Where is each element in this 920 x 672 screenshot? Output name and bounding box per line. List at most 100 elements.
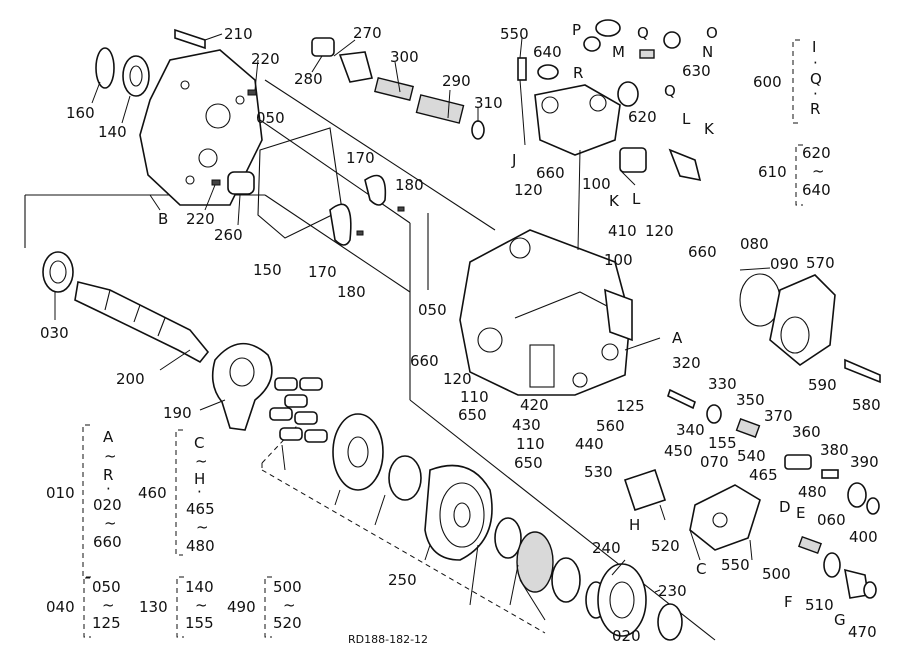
label-280: 280	[294, 70, 323, 88]
control-valve-group	[623, 388, 880, 599]
group-010-item: ·	[106, 480, 111, 498]
group-600-item: R	[810, 100, 820, 118]
group-610-item: 640	[802, 181, 831, 199]
group-460-item: 480	[186, 537, 215, 555]
leader-lines	[54, 33, 771, 621]
label-120: 120	[514, 181, 543, 199]
label-q: Q	[637, 24, 649, 42]
group-brackets: 600 I · Q · R 610 620 ~ 640 010 A ~ R · …	[46, 38, 831, 638]
group-010-item: ~	[104, 514, 117, 532]
label-440: 440	[575, 435, 604, 453]
label-n: N	[702, 43, 713, 61]
group-code-610: 610	[758, 163, 787, 181]
drawing-code: RD188-182-12	[348, 633, 428, 646]
label-170: 170	[308, 263, 337, 281]
label-b: B	[158, 210, 168, 228]
label-370: 370	[764, 407, 793, 425]
label-110: 110	[460, 388, 489, 406]
label-580: 580	[852, 396, 881, 414]
label-e: E	[796, 504, 805, 522]
label-r: R	[573, 64, 583, 82]
label-110: 110	[516, 435, 545, 453]
label-500: 500	[762, 565, 791, 583]
label-320: 320	[672, 354, 701, 372]
group-460-item: ~	[196, 518, 209, 536]
part-labels: 210 220 050 160 140 B 220 260 270 280 30…	[40, 21, 881, 645]
label-240: 240	[592, 539, 621, 557]
group-460-item: ·	[197, 483, 202, 501]
label-380: 380	[820, 441, 849, 459]
group-600-item: ·	[813, 85, 818, 103]
label-090: 090	[770, 255, 799, 273]
group-code-600: 600	[753, 73, 782, 91]
label-340: 340	[676, 421, 705, 439]
group-460-item: 465	[186, 500, 215, 518]
label-620: 620	[628, 108, 657, 126]
label-o: O	[706, 24, 718, 42]
group-130-item: 140	[185, 578, 214, 596]
label-360: 360	[792, 423, 821, 441]
group-code-130: 130	[139, 598, 168, 616]
group-490-item: 500	[273, 578, 302, 596]
label-640: 640	[533, 43, 562, 61]
label-050: 050	[256, 109, 285, 127]
group-010-item: R	[103, 466, 113, 484]
label-140: 140	[98, 123, 127, 141]
label-k: K	[704, 120, 715, 138]
group-460-item: ~	[195, 452, 208, 470]
group-code-010: 010	[46, 484, 75, 502]
gear-pump-group	[739, 273, 881, 384]
servo-spring-group	[311, 37, 485, 140]
label-520: 520	[651, 537, 680, 555]
label-330: 330	[708, 375, 737, 393]
label-270: 270	[353, 24, 382, 42]
label-125: 125	[616, 397, 645, 415]
label-120: 120	[645, 222, 674, 240]
label-m: M	[612, 43, 625, 61]
label-j: J	[511, 151, 516, 169]
label-420: 420	[520, 396, 549, 414]
label-350: 350	[736, 391, 765, 409]
label-190: 190	[163, 404, 192, 422]
label-400: 400	[849, 528, 878, 546]
label-150: 150	[253, 261, 282, 279]
label-020: 020	[612, 627, 641, 645]
label-660: 660	[410, 352, 439, 370]
label-050: 050	[418, 301, 447, 319]
label-540: 540	[737, 447, 766, 465]
end-cover-group	[95, 28, 405, 246]
label-550: 550	[721, 556, 750, 574]
label-465: 465	[749, 466, 778, 484]
label-530: 530	[584, 463, 613, 481]
label-l: L	[632, 190, 641, 208]
label-480: 480	[798, 483, 827, 501]
label-170: 170	[346, 149, 375, 167]
label-470: 470	[848, 623, 877, 641]
rotating-group	[211, 342, 683, 641]
group-040-item: 125	[92, 614, 121, 632]
label-220: 220	[251, 50, 280, 68]
label-630: 630	[682, 62, 711, 80]
group-600-item: ·	[813, 54, 818, 72]
label-660: 660	[688, 243, 717, 261]
label-070: 070	[700, 453, 729, 471]
label-h: H	[629, 516, 640, 534]
label-220: 220	[186, 210, 215, 228]
label-160: 160	[66, 104, 95, 122]
group-040-item: 050	[92, 578, 121, 596]
group-460-item: C	[194, 434, 204, 452]
group-600-item: Q	[810, 70, 822, 88]
label-155: 155	[708, 434, 737, 452]
drive-shaft-group	[42, 251, 210, 364]
label-390: 390	[850, 453, 879, 471]
label-120: 120	[443, 370, 472, 388]
regulator-group	[517, 19, 702, 182]
label-550: 550	[500, 25, 529, 43]
label-g: G	[834, 611, 846, 629]
group-010-item: 020	[93, 496, 122, 514]
label-210: 210	[224, 25, 253, 43]
label-260: 260	[214, 226, 243, 244]
group-code-040: 040	[46, 598, 75, 616]
label-250: 250	[388, 571, 417, 589]
